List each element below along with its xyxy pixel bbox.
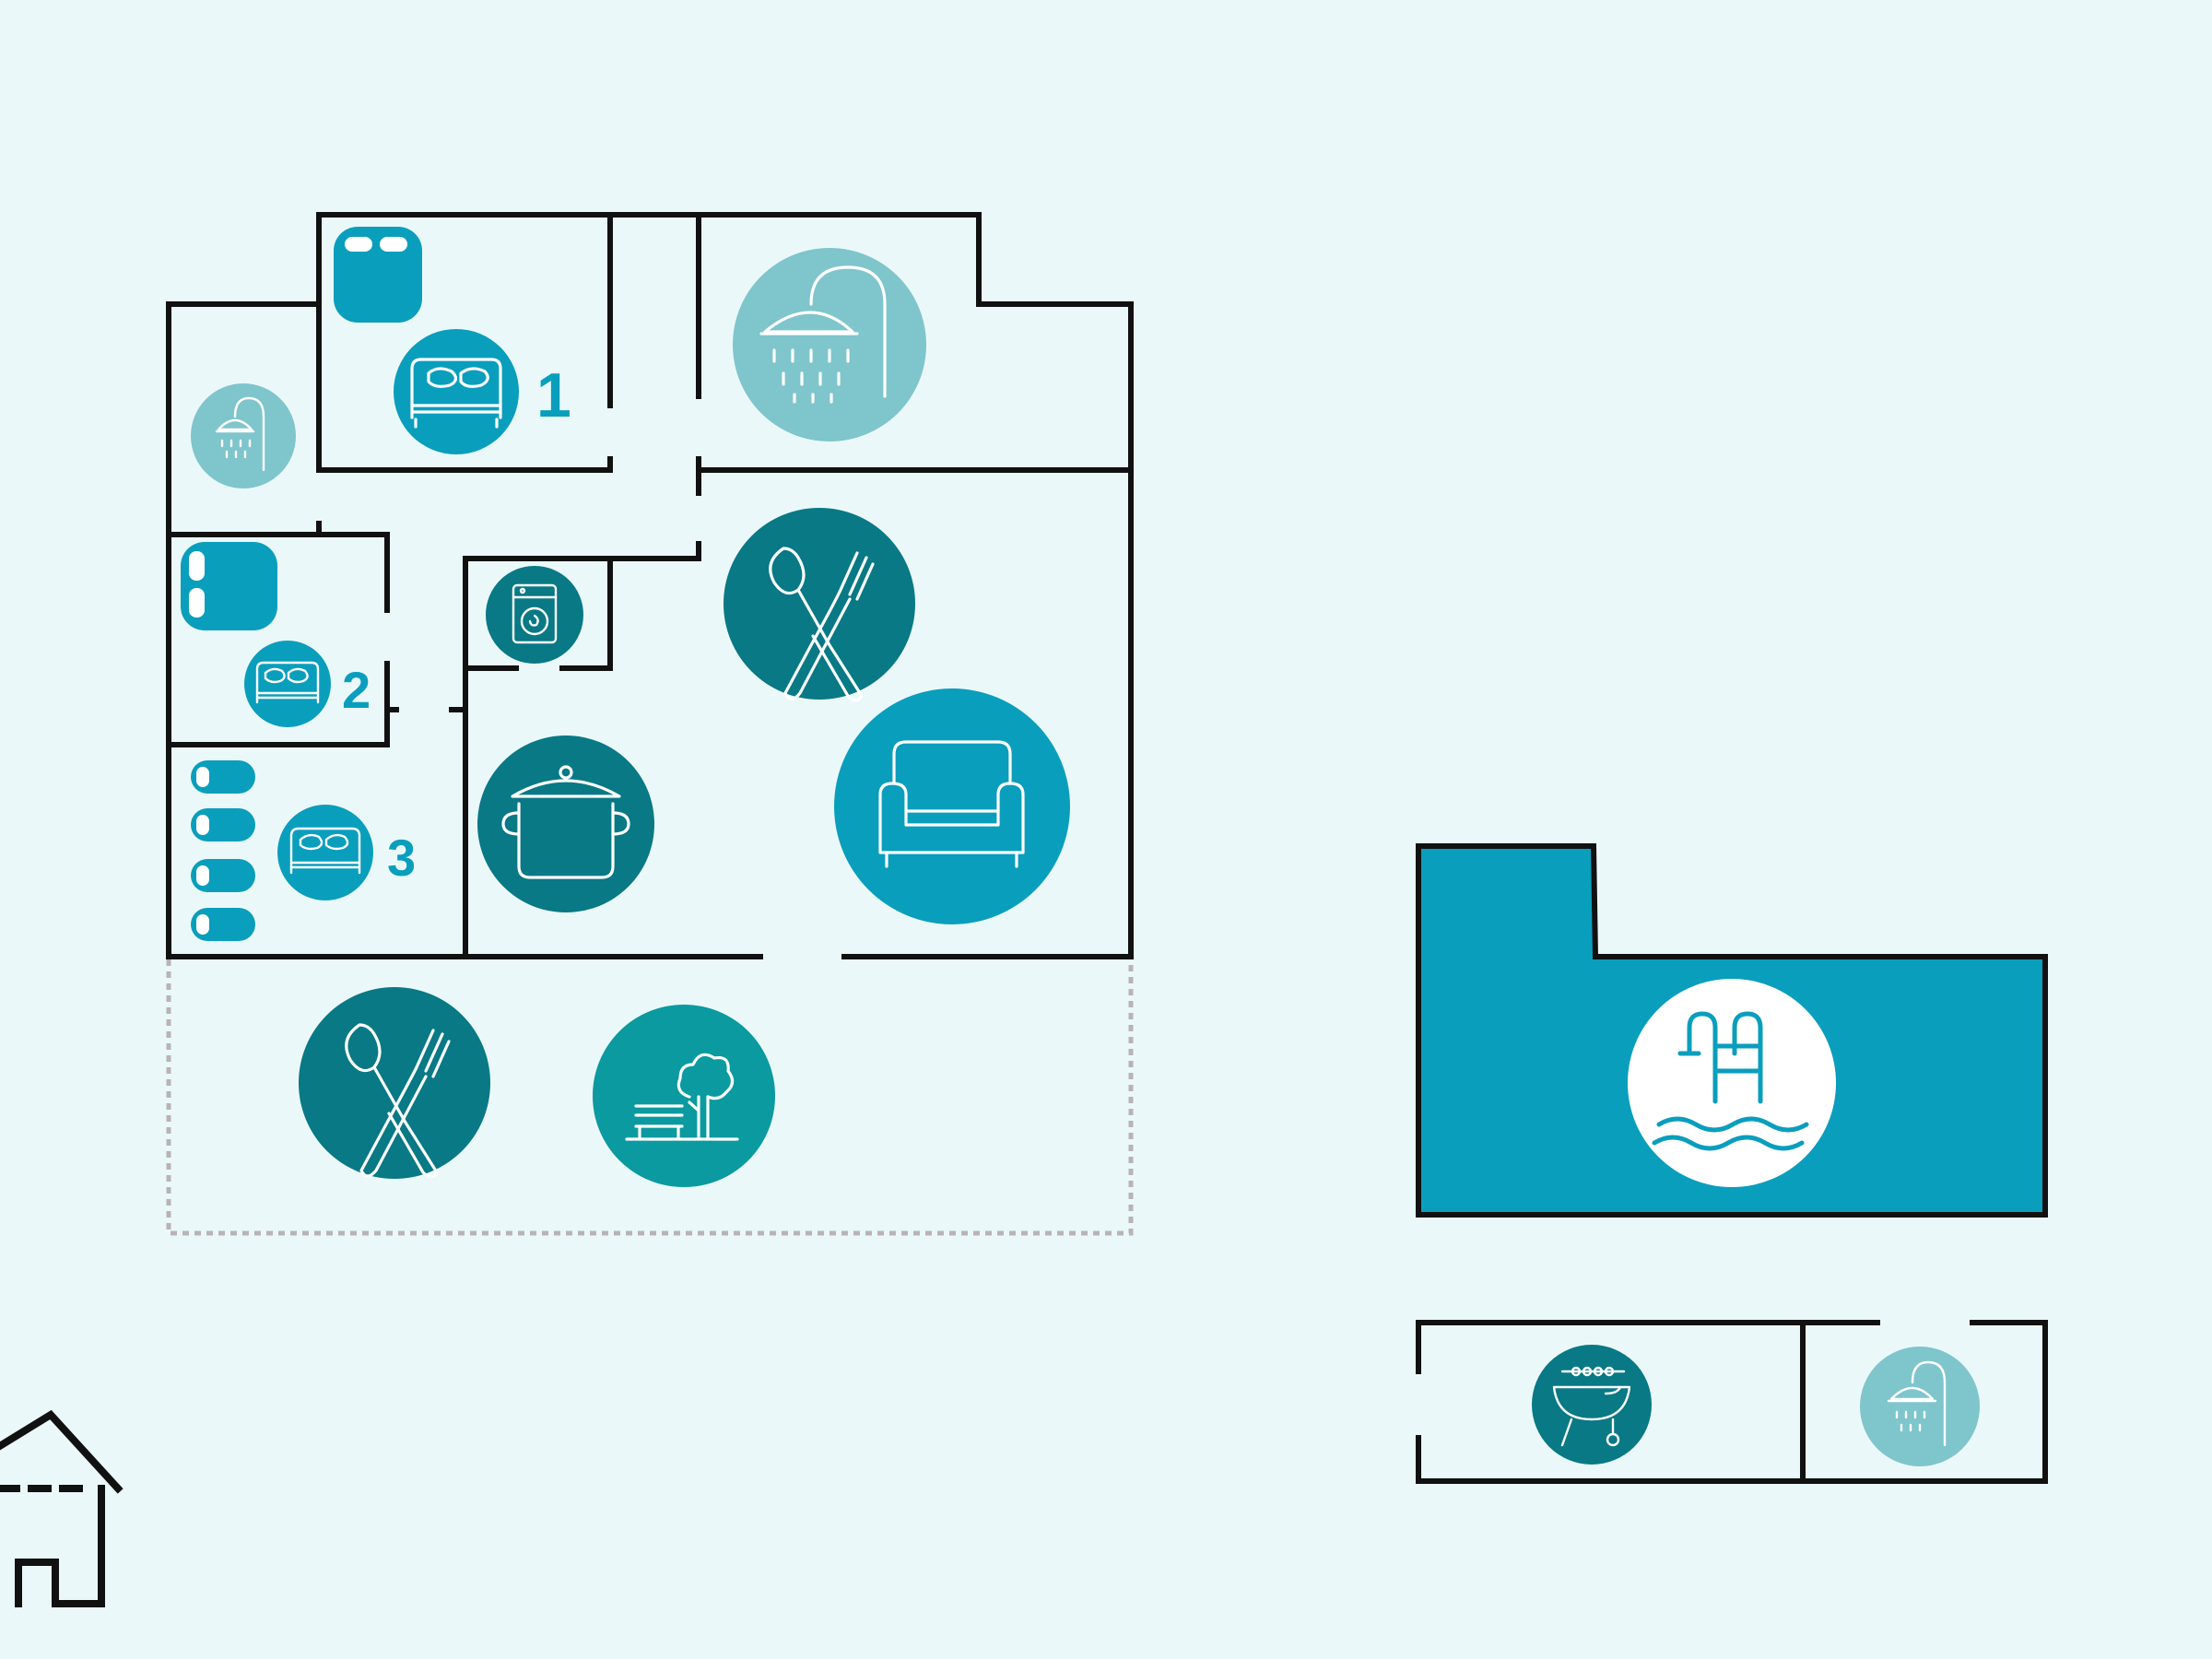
barbecue-grill-icon xyxy=(1552,1366,1631,1447)
terrace-boundary xyxy=(166,959,1134,1236)
pool-ladder-icon xyxy=(1652,1011,1809,1151)
outdoor-shower-icon[interactable] xyxy=(1860,1347,1980,1466)
bedroom-3-icon[interactable] xyxy=(277,805,373,900)
ensuite-bathroom-icon[interactable] xyxy=(191,383,296,488)
bedroom-1-icon[interactable] xyxy=(394,329,519,454)
shower-icon xyxy=(1887,1360,1947,1447)
bedroom-1-number: 1 xyxy=(536,360,571,430)
cutlery-icon xyxy=(769,547,875,702)
kitchen-icon[interactable] xyxy=(477,735,654,912)
pool-icon[interactable] xyxy=(1628,979,1836,1187)
shower-icon xyxy=(759,265,887,404)
armchair-icon xyxy=(878,740,1025,868)
double-bed-icon xyxy=(255,661,320,704)
house-icon xyxy=(0,1409,124,1607)
washing-machine-icon xyxy=(512,583,558,644)
double-bed-icon xyxy=(410,358,502,429)
terrace-dining-icon[interactable] xyxy=(299,987,490,1179)
bedroom-2-number: 2 xyxy=(342,661,371,719)
bed-pillow-tile-2 xyxy=(181,542,277,630)
cutlery-icon xyxy=(345,1023,451,1179)
laundry-icon[interactable] xyxy=(486,566,583,664)
double-bed-icon xyxy=(289,827,361,875)
bench-tree-icon xyxy=(625,1053,739,1141)
barbecue-icon[interactable] xyxy=(1532,1345,1652,1465)
dining-icon[interactable] xyxy=(724,508,915,702)
shower-icon xyxy=(215,396,265,472)
outbuilding-walls xyxy=(1416,1320,2048,1484)
bedroom-2-icon[interactable] xyxy=(244,641,331,727)
single-bed-pillows-3 xyxy=(191,760,255,941)
bed-pillow-tile-1 xyxy=(334,227,422,323)
garden-icon[interactable] xyxy=(593,1005,775,1187)
living-room-icon[interactable] xyxy=(834,688,1070,924)
cooking-pot-icon xyxy=(501,765,630,879)
house-walls xyxy=(166,212,1134,959)
bedroom-3-number: 3 xyxy=(387,829,416,887)
bathroom-icon[interactable] xyxy=(733,248,926,441)
